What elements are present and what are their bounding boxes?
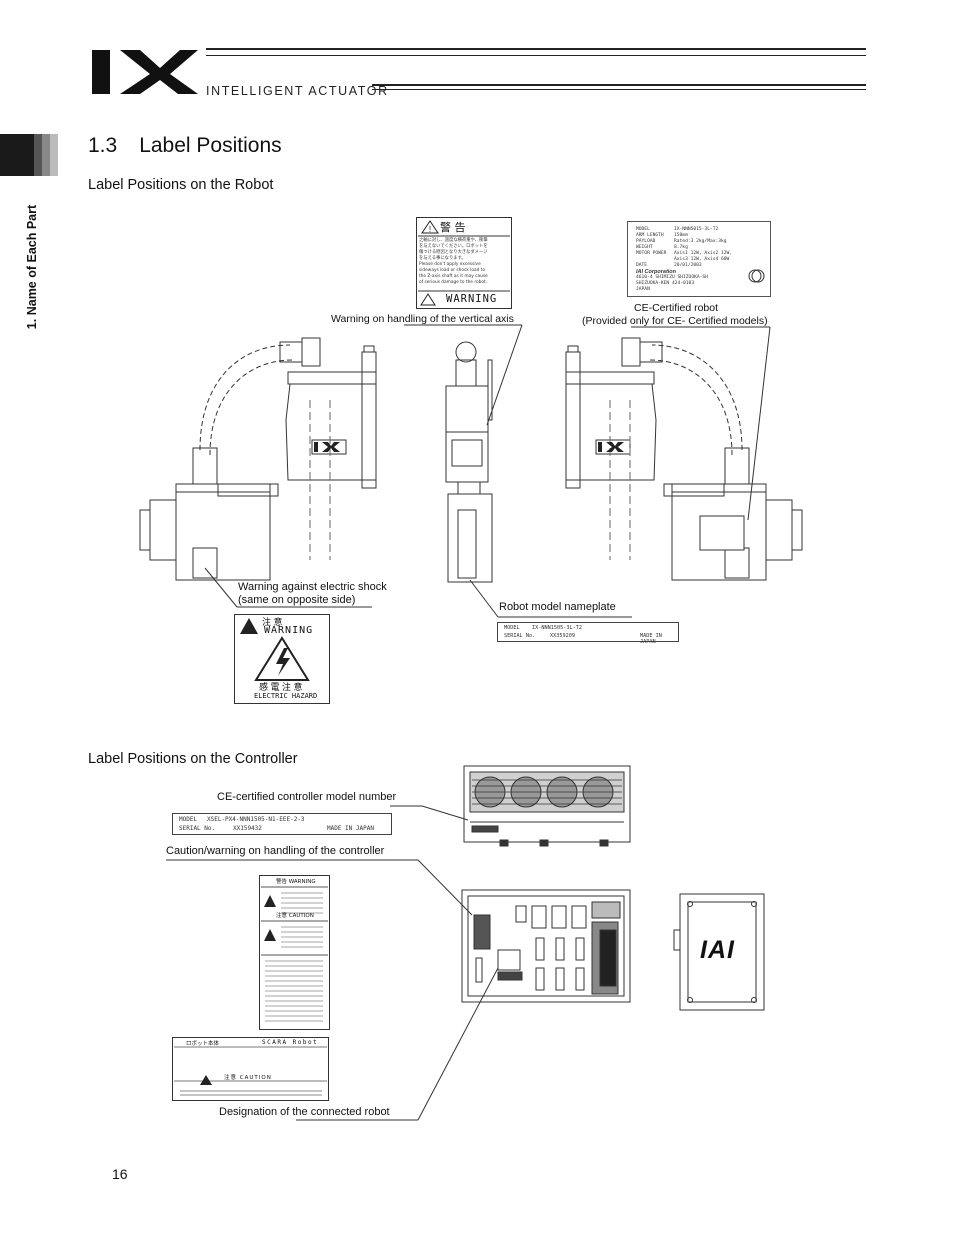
controller-heading: Label Positions on the Controller xyxy=(88,751,298,767)
caution-label-warning: 警告 WARNING xyxy=(276,879,316,885)
vertical-axis-warning-jp-title: 警 告 xyxy=(440,221,466,234)
controller-model-plate: MODEL XSEL-PX4-NNN1505-N1-EEE-2-3 SERIAL… xyxy=(172,813,392,835)
page-number: 16 xyxy=(112,1166,128,1182)
shock-label-jp-top: 注 意 xyxy=(262,617,283,627)
shock-label-en-top: WARNING xyxy=(264,625,314,636)
section-number: 1.3 xyxy=(88,134,118,157)
vertical-axis-warning-text: 之軸に対し、過度な横荷重や、衝撃 を与えないでください。ロボットを 傷つける原因… xyxy=(419,238,488,285)
vertical-axis-warning-footer: WARNING xyxy=(446,293,498,305)
svg-text:!: ! xyxy=(429,225,431,234)
robot-label-top-left: ロボット本体 xyxy=(186,1041,220,1047)
callout-shock-2: (same on opposite side) xyxy=(238,594,356,606)
robot-model-nameplate: MODEL IX-NNN1505-3L-T2 SERIAL No. XX3592… xyxy=(497,622,679,645)
header-rule-mid xyxy=(206,55,866,56)
section-title: 1.3 Label Positions xyxy=(88,134,282,158)
header-rule-bottom-2 xyxy=(372,89,866,90)
callout-shock-1: Warning against electric shock xyxy=(238,581,387,593)
header-rule-bottom xyxy=(372,84,866,86)
brand-name: INTELLIGENT ACTUATOR xyxy=(206,84,389,98)
callout-connected-robot: Designation of the connected robot xyxy=(219,1106,390,1118)
callout-caution: Caution/warning on handling of the contr… xyxy=(166,845,385,857)
caution-label-caution: 注意 CAUTION xyxy=(276,913,314,919)
callout-ce-robot-2: (Provided only for CE- Certified models) xyxy=(582,315,768,327)
header-rule-top xyxy=(206,48,866,50)
ce-spec-plate xyxy=(627,221,771,297)
robot-label-caution: 注意 CAUTION xyxy=(224,1075,272,1081)
callout-ce-robot-1: CE-Certified robot xyxy=(634,302,719,314)
ix-logo xyxy=(92,50,198,94)
shock-label-jp-bottom: 感 電 注 意 xyxy=(259,682,303,692)
callout-model-number: CE-certified controller model number xyxy=(217,791,397,803)
callout-vertical-axis: Warning on handling of the vertical axis xyxy=(331,313,514,325)
robot-label-top-right: SCARA Robot xyxy=(262,1039,319,1046)
shock-label-en-bottom: ELECTRIC HAZARD xyxy=(254,692,318,700)
iai-logo: IAI xyxy=(700,936,735,964)
robot-heading: Label Positions on the Robot xyxy=(88,177,274,193)
vertical-axis-warning-label: ! xyxy=(416,217,512,309)
electric-shock-label xyxy=(234,614,330,704)
section-title-text: Label Positions xyxy=(139,134,282,157)
chapter-tab xyxy=(0,134,58,176)
controller-caution-label xyxy=(259,875,330,1030)
callout-nameplate: Robot model nameplate xyxy=(499,601,616,613)
connected-robot-label xyxy=(172,1037,329,1101)
